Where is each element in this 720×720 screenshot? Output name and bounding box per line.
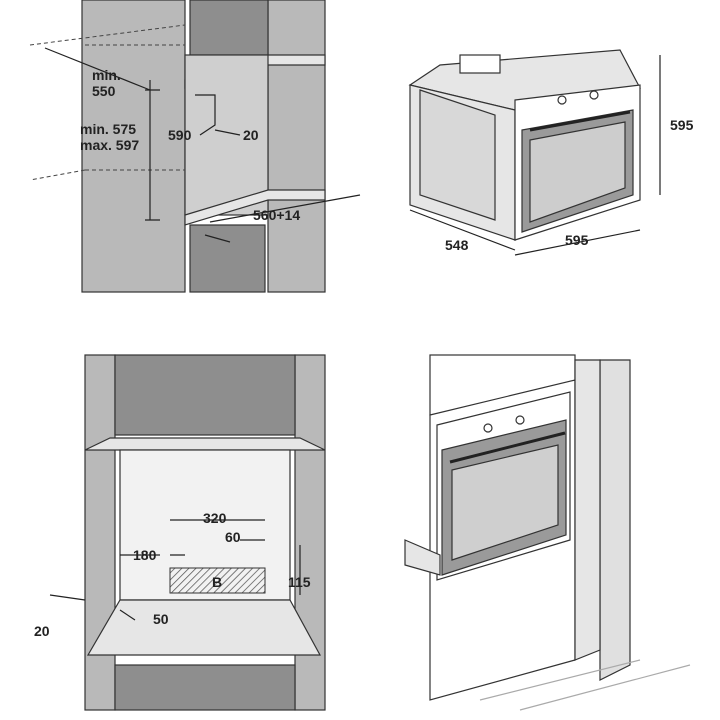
oven-width: 595 [565, 232, 589, 248]
oven-height: 595 [670, 117, 694, 133]
opening-height: 590 [168, 127, 192, 143]
bottom-gap: 20 [34, 623, 50, 639]
niche-front-view: 320 60 180 B 115 20 50 [34, 354, 326, 711]
bottom-depth: 50 [153, 611, 169, 627]
width-560-14: 560+14 [253, 207, 300, 223]
oven-depth: 548 [445, 237, 469, 253]
gap-20: 20 [243, 127, 259, 143]
height-min: min. 575 [80, 121, 136, 137]
vent-height: 115 [288, 574, 311, 590]
height-max: max. 597 [80, 137, 139, 153]
installed-oven-view [404, 354, 691, 711]
offset-right: 60 [225, 529, 241, 545]
depth-min-label: min. [92, 67, 121, 83]
vent-area-b: B [212, 574, 222, 590]
niche-side-view: min. 550 min. 575 max. 597 590 20 560+14 [29, 0, 361, 293]
offset-left: 180 [133, 547, 157, 563]
oven-isometric: 548 595 595 [408, 49, 694, 256]
vent-width: 320 [203, 510, 227, 526]
depth-min-value: 550 [92, 83, 116, 99]
